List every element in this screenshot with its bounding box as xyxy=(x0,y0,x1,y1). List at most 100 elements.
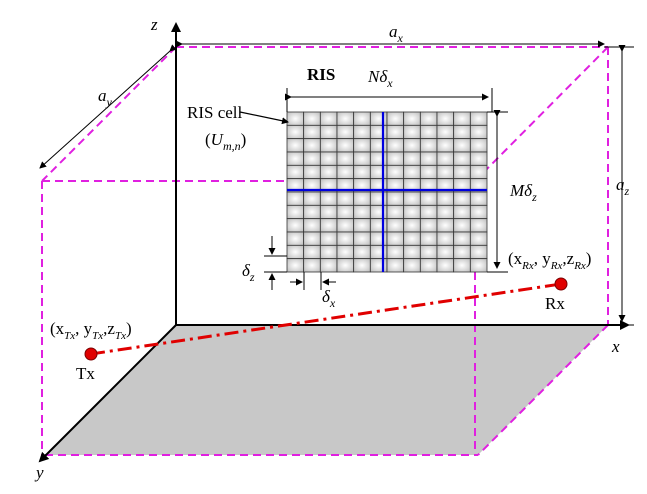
dim-ay-label: ay xyxy=(98,86,113,109)
ris-cell xyxy=(319,231,338,246)
ris-cell xyxy=(436,218,455,233)
ris-delta-z-dim xyxy=(264,236,287,290)
ris-cell xyxy=(419,244,438,260)
ris-cell xyxy=(453,151,471,166)
ris-cell xyxy=(303,111,321,126)
ris-cell xyxy=(403,151,421,166)
ris-cell xyxy=(453,204,471,220)
ris-cell xyxy=(403,191,421,206)
ris-cell-pointer xyxy=(239,111,289,125)
ris-cell xyxy=(403,138,421,153)
ris-cell xyxy=(453,111,471,126)
ris-cell xyxy=(336,124,355,140)
ris-panel xyxy=(286,111,488,273)
ris-cell xyxy=(353,258,371,273)
ris-cell xyxy=(419,191,438,206)
ris-cell xyxy=(286,231,305,246)
ris-cell xyxy=(369,218,388,233)
ris-cell xyxy=(336,204,355,220)
tx-label: Tx xyxy=(76,364,95,383)
ris-cell xyxy=(469,164,488,180)
ris-cell xyxy=(303,191,321,206)
ris-cell xyxy=(369,191,388,206)
ris-cell xyxy=(469,124,488,140)
tx-rx-link xyxy=(90,282,562,356)
ris-cell xyxy=(469,231,488,246)
ris-cell xyxy=(419,258,438,273)
ris-cell xyxy=(436,151,455,166)
ris-cell xyxy=(419,111,438,126)
ris-cell xyxy=(469,111,488,126)
ris-cell xyxy=(303,244,321,260)
ris-cell xyxy=(319,164,338,180)
ris-cell xyxy=(403,111,421,126)
ris-cell xyxy=(386,244,405,260)
ris-cell xyxy=(469,204,488,220)
ris-cell xyxy=(386,258,405,273)
ris-cell-label: RIS cell xyxy=(187,103,243,122)
ris-cell xyxy=(353,111,371,126)
ris-cell xyxy=(419,124,438,140)
ris-cell xyxy=(386,191,405,206)
n-delta-label: Nδx xyxy=(367,67,393,90)
ris-cell xyxy=(319,204,338,220)
ris-cell xyxy=(319,258,338,273)
ris-cell xyxy=(469,191,488,206)
ris-cell xyxy=(353,218,371,233)
ris-cell xyxy=(403,218,421,233)
ris-cell xyxy=(403,244,421,260)
ris-delta-x-dim xyxy=(290,272,336,290)
ris-cell xyxy=(436,258,455,273)
ris-cell xyxy=(303,204,321,220)
ris-cell xyxy=(453,244,471,260)
tx-node xyxy=(84,347,98,361)
z-axis-label: z xyxy=(150,15,158,34)
ris-cell xyxy=(386,204,405,220)
ris-cell xyxy=(319,151,338,166)
ris-cell xyxy=(303,138,321,153)
ris-cell xyxy=(453,138,471,153)
ris-cell xyxy=(453,191,471,206)
ris-cell-symbol: (Um,n) xyxy=(205,130,246,153)
ris-cell xyxy=(319,218,338,233)
ris-cell xyxy=(303,231,321,246)
ris-cell xyxy=(369,138,388,153)
ris-cell xyxy=(403,124,421,140)
ris-cell xyxy=(419,218,438,233)
ris-cell xyxy=(353,151,371,166)
ris-cell xyxy=(286,218,305,233)
ris-cell xyxy=(403,258,421,273)
ris-cell xyxy=(303,124,321,140)
ris-cell xyxy=(436,191,455,206)
ris-cell xyxy=(336,244,355,260)
ris-cell xyxy=(336,258,355,273)
floor-plane xyxy=(45,325,608,455)
ris-cell xyxy=(286,138,305,153)
dim-ax-label: ax xyxy=(389,22,404,45)
ris-cell xyxy=(453,218,471,233)
ris-cell xyxy=(303,151,321,166)
ris-cell xyxy=(286,151,305,166)
rx-coords-label: (xRx, yRx,zRx) xyxy=(508,249,591,272)
ris-cell xyxy=(453,164,471,180)
ris-cell xyxy=(419,231,438,246)
ris-cell xyxy=(353,244,371,260)
ris-cell xyxy=(436,244,455,260)
ris-cell xyxy=(353,138,371,153)
ris-cell xyxy=(453,258,471,273)
ris-n-delta-dim xyxy=(285,88,493,112)
ris-cell xyxy=(386,138,405,153)
ris-cell xyxy=(403,231,421,246)
ris-cell xyxy=(453,124,471,140)
ris-cell xyxy=(353,124,371,140)
ris-cell xyxy=(353,191,371,206)
ris-cell xyxy=(469,151,488,166)
ris-cell xyxy=(286,244,305,260)
ris-cell xyxy=(303,218,321,233)
ris-cell xyxy=(369,164,388,180)
rx-node xyxy=(554,277,568,291)
ris-cell xyxy=(336,138,355,153)
ris-cell xyxy=(286,191,305,206)
ris-cell xyxy=(436,111,455,126)
